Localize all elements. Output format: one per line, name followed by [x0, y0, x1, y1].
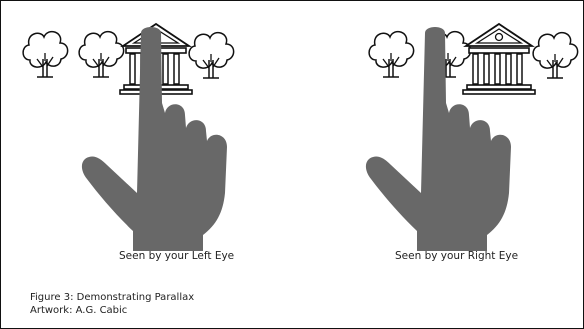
artwork-credit: Artwork: A.G. Cabic [30, 304, 194, 317]
figure-title: Figure 3: Demonstrating Parallax [30, 291, 194, 304]
tree-icon [369, 32, 414, 77]
left-eye-scene [1, 1, 301, 251]
museum-building-icon [463, 24, 535, 94]
tree-icon [79, 32, 124, 77]
tree-icon [23, 32, 68, 77]
tree-icon [533, 33, 578, 78]
right-eye-scene [293, 1, 584, 251]
tree-icon [189, 33, 234, 78]
figure-caption: Figure 3: Demonstrating Parallax Artwork… [30, 291, 194, 317]
left-eye-caption: Seen by your Left Eye [119, 250, 234, 262]
left-eye-illustration [1, 1, 301, 251]
right-eye-caption: Seen by your Right Eye [395, 250, 518, 262]
right-eye-illustration [293, 1, 584, 251]
